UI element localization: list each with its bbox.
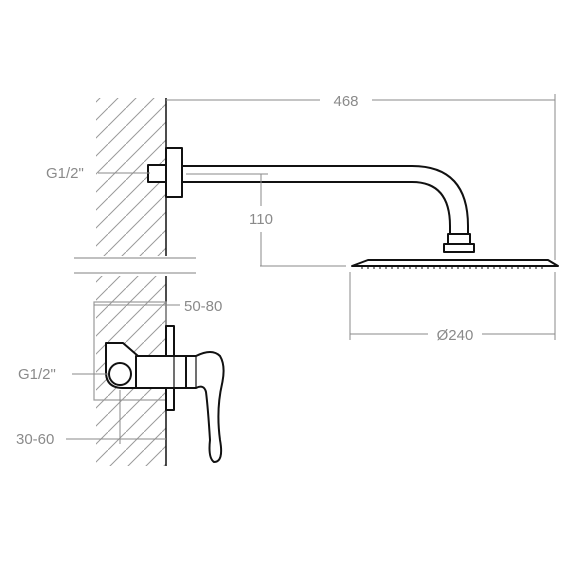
dimension-head-diameter: Ø240 — [349, 272, 556, 344]
arm-length-label: 468 — [333, 93, 358, 110]
dimension-mixer-depth: 50-80 — [94, 298, 222, 315]
mixer-depth-label: 50-80 — [184, 298, 222, 315]
inlet-upper-label: G1/2" — [46, 165, 84, 182]
shower-arm — [147, 147, 475, 253]
shower-head — [351, 259, 559, 269]
dimension-inlet-upper: G1/2" — [46, 165, 150, 182]
nozzle-row — [361, 266, 543, 269]
inlet-lower-label: G1/2" — [18, 366, 56, 383]
head-diameter-label: Ø240 — [437, 327, 474, 344]
inlet-depth-label: 30-60 — [16, 431, 54, 448]
arm-drop-label: 110 — [249, 211, 273, 228]
mixer-valve — [93, 301, 225, 463]
wall — [70, 98, 198, 466]
dimension-inlet-depth: 30-60 — [16, 390, 166, 448]
dimension-arm-length: 468 — [166, 93, 556, 260]
dimension-arm-drop: 110 — [186, 173, 346, 267]
dimension-inlet-lower: G1/2" — [18, 366, 108, 383]
